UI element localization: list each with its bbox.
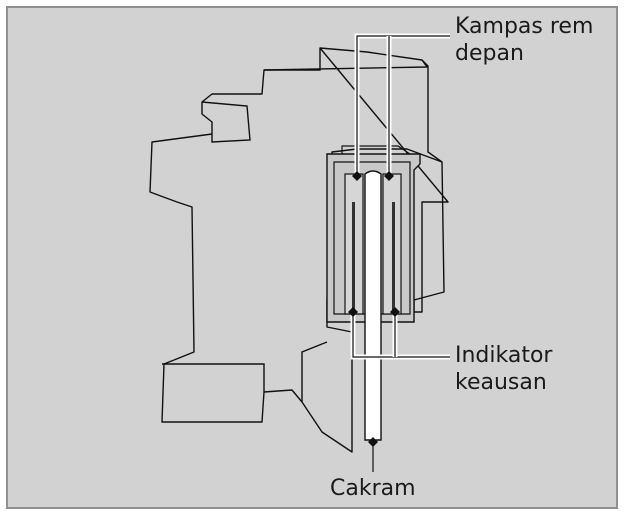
left-pad-strip: [352, 202, 355, 312]
right-pad-strip: [392, 202, 395, 312]
caliper-left-lobe: [201, 101, 251, 143]
caliper-body-outline: [149, 47, 449, 453]
marker-wear-right: [390, 307, 400, 317]
brake-caliper-diagram: [149, 33, 450, 472]
marker-disc: [368, 437, 378, 447]
marker-pad-right: [384, 171, 394, 181]
brake-disc: [364, 170, 382, 441]
marker-pad-left: [352, 171, 362, 181]
label-wear-indicator-line1: Indikator: [455, 343, 553, 368]
caliper-outer-profile: [264, 48, 443, 163]
leader-pad-left-core: [356, 35, 450, 176]
label-wear-indicator-line2: keausan: [455, 370, 547, 395]
label-disc: Cakram: [330, 476, 416, 501]
marker-wear-left: [348, 307, 358, 317]
diagram-frame: [6, 6, 618, 509]
caliper-housing-inner: [333, 161, 411, 315]
label-brake-pads-line2: depan: [455, 41, 524, 66]
leader-wear-left-core: [352, 312, 450, 358]
label-brake-pads-line1: Kampas rem: [455, 14, 594, 39]
caliper-top-bridge: [341, 145, 411, 155]
caliper-lower-mount: [162, 341, 328, 402]
